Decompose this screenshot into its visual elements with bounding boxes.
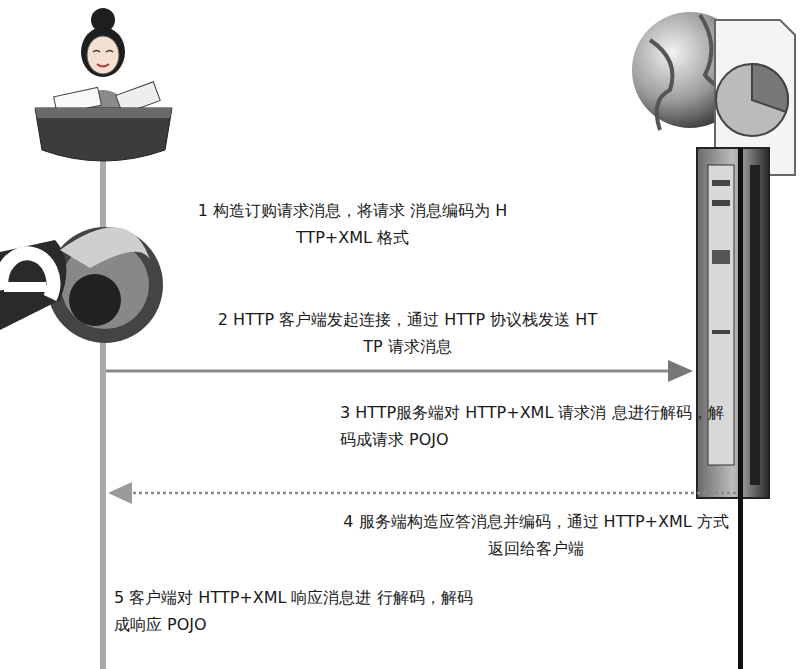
client-lifeline [100,140,106,669]
arrow-head [108,482,132,504]
client-figure [35,8,172,161]
step-note: 3 HTTP服务端对 HTTP+XML 请求消 息进行解码，解码成请求 POJO [340,399,732,453]
arrow-head [668,360,693,382]
step-note: 2 HTTP 客户端发起连接，通过 HTTP 协议栈发送 HTTP 请求消息 [215,306,600,360]
request-arrow [106,370,670,373]
step-note: 1 构造订购请求消息，将请求 消息编码为 HTTP+XML 格式 [195,197,510,251]
response-arrow [130,492,736,495]
server-lifeline [738,148,743,669]
server-tower [697,148,769,498]
step-note: 5 客户端对 HTTP+XML 响应消息进 行解码，解码成响应 POJO [114,584,486,638]
browser-logo [0,227,163,343]
step-note: 4 服务端构造应答消息并编码，通过 HTTP+XML 方式返回给客户端 [342,508,730,562]
